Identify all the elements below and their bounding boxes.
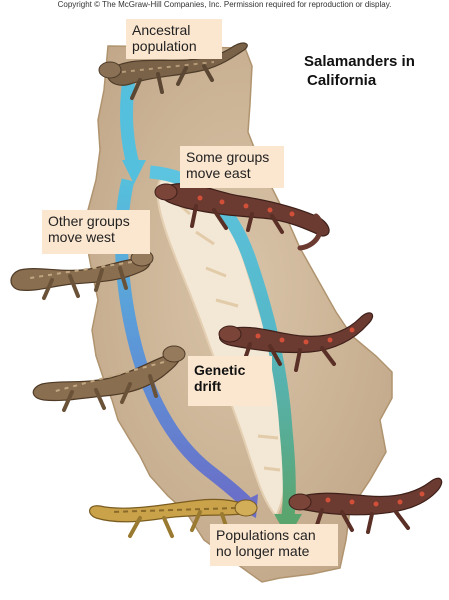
- title-line-1: Salamanders in: [304, 53, 415, 70]
- trunk-arrowhead: [122, 160, 146, 184]
- label-no-mate-line-1: Populations can: [216, 527, 316, 543]
- label-populations-no-longer-mate: Populations can no longer mate: [210, 524, 338, 566]
- salamander-east-1: [154, 183, 330, 251]
- copyright-notice: Copyright © The McGraw-Hill Companies, I…: [57, 0, 392, 9]
- label-no-mate-line-2: no longer mate: [216, 543, 310, 559]
- salamander-ancestral: [98, 42, 248, 100]
- label-ancestral-line-1: Ancestral: [132, 22, 191, 38]
- label-ancestral-population: Ancestral population: [126, 19, 222, 59]
- diagram-title: Salamanders in California: [304, 52, 415, 90]
- label-drift-line-1: Genetic: [194, 362, 246, 378]
- salamander-west-1: [10, 249, 154, 300]
- label-west-line-2: move west: [48, 229, 115, 245]
- label-east-line-1: Some groups: [186, 149, 270, 165]
- label-other-groups-west: Other groups move west: [42, 210, 150, 254]
- salamander-east-3: [288, 477, 443, 534]
- salamander-east-2: [218, 312, 374, 372]
- label-east-line-2: move east: [186, 165, 251, 181]
- label-ancestral-line-2: population: [132, 38, 197, 54]
- salamander-yellow: [89, 498, 258, 538]
- label-some-groups-east: Some groups move east: [180, 146, 284, 188]
- label-genetic-drift: Genetic drift: [188, 356, 272, 406]
- salamander-west-2: [32, 345, 186, 412]
- ancestral-trunk-arrow: [120, 65, 141, 175]
- title-line-2: California: [307, 72, 377, 89]
- label-west-line-1: Other groups: [48, 213, 130, 229]
- label-drift-line-2: drift: [194, 378, 222, 394]
